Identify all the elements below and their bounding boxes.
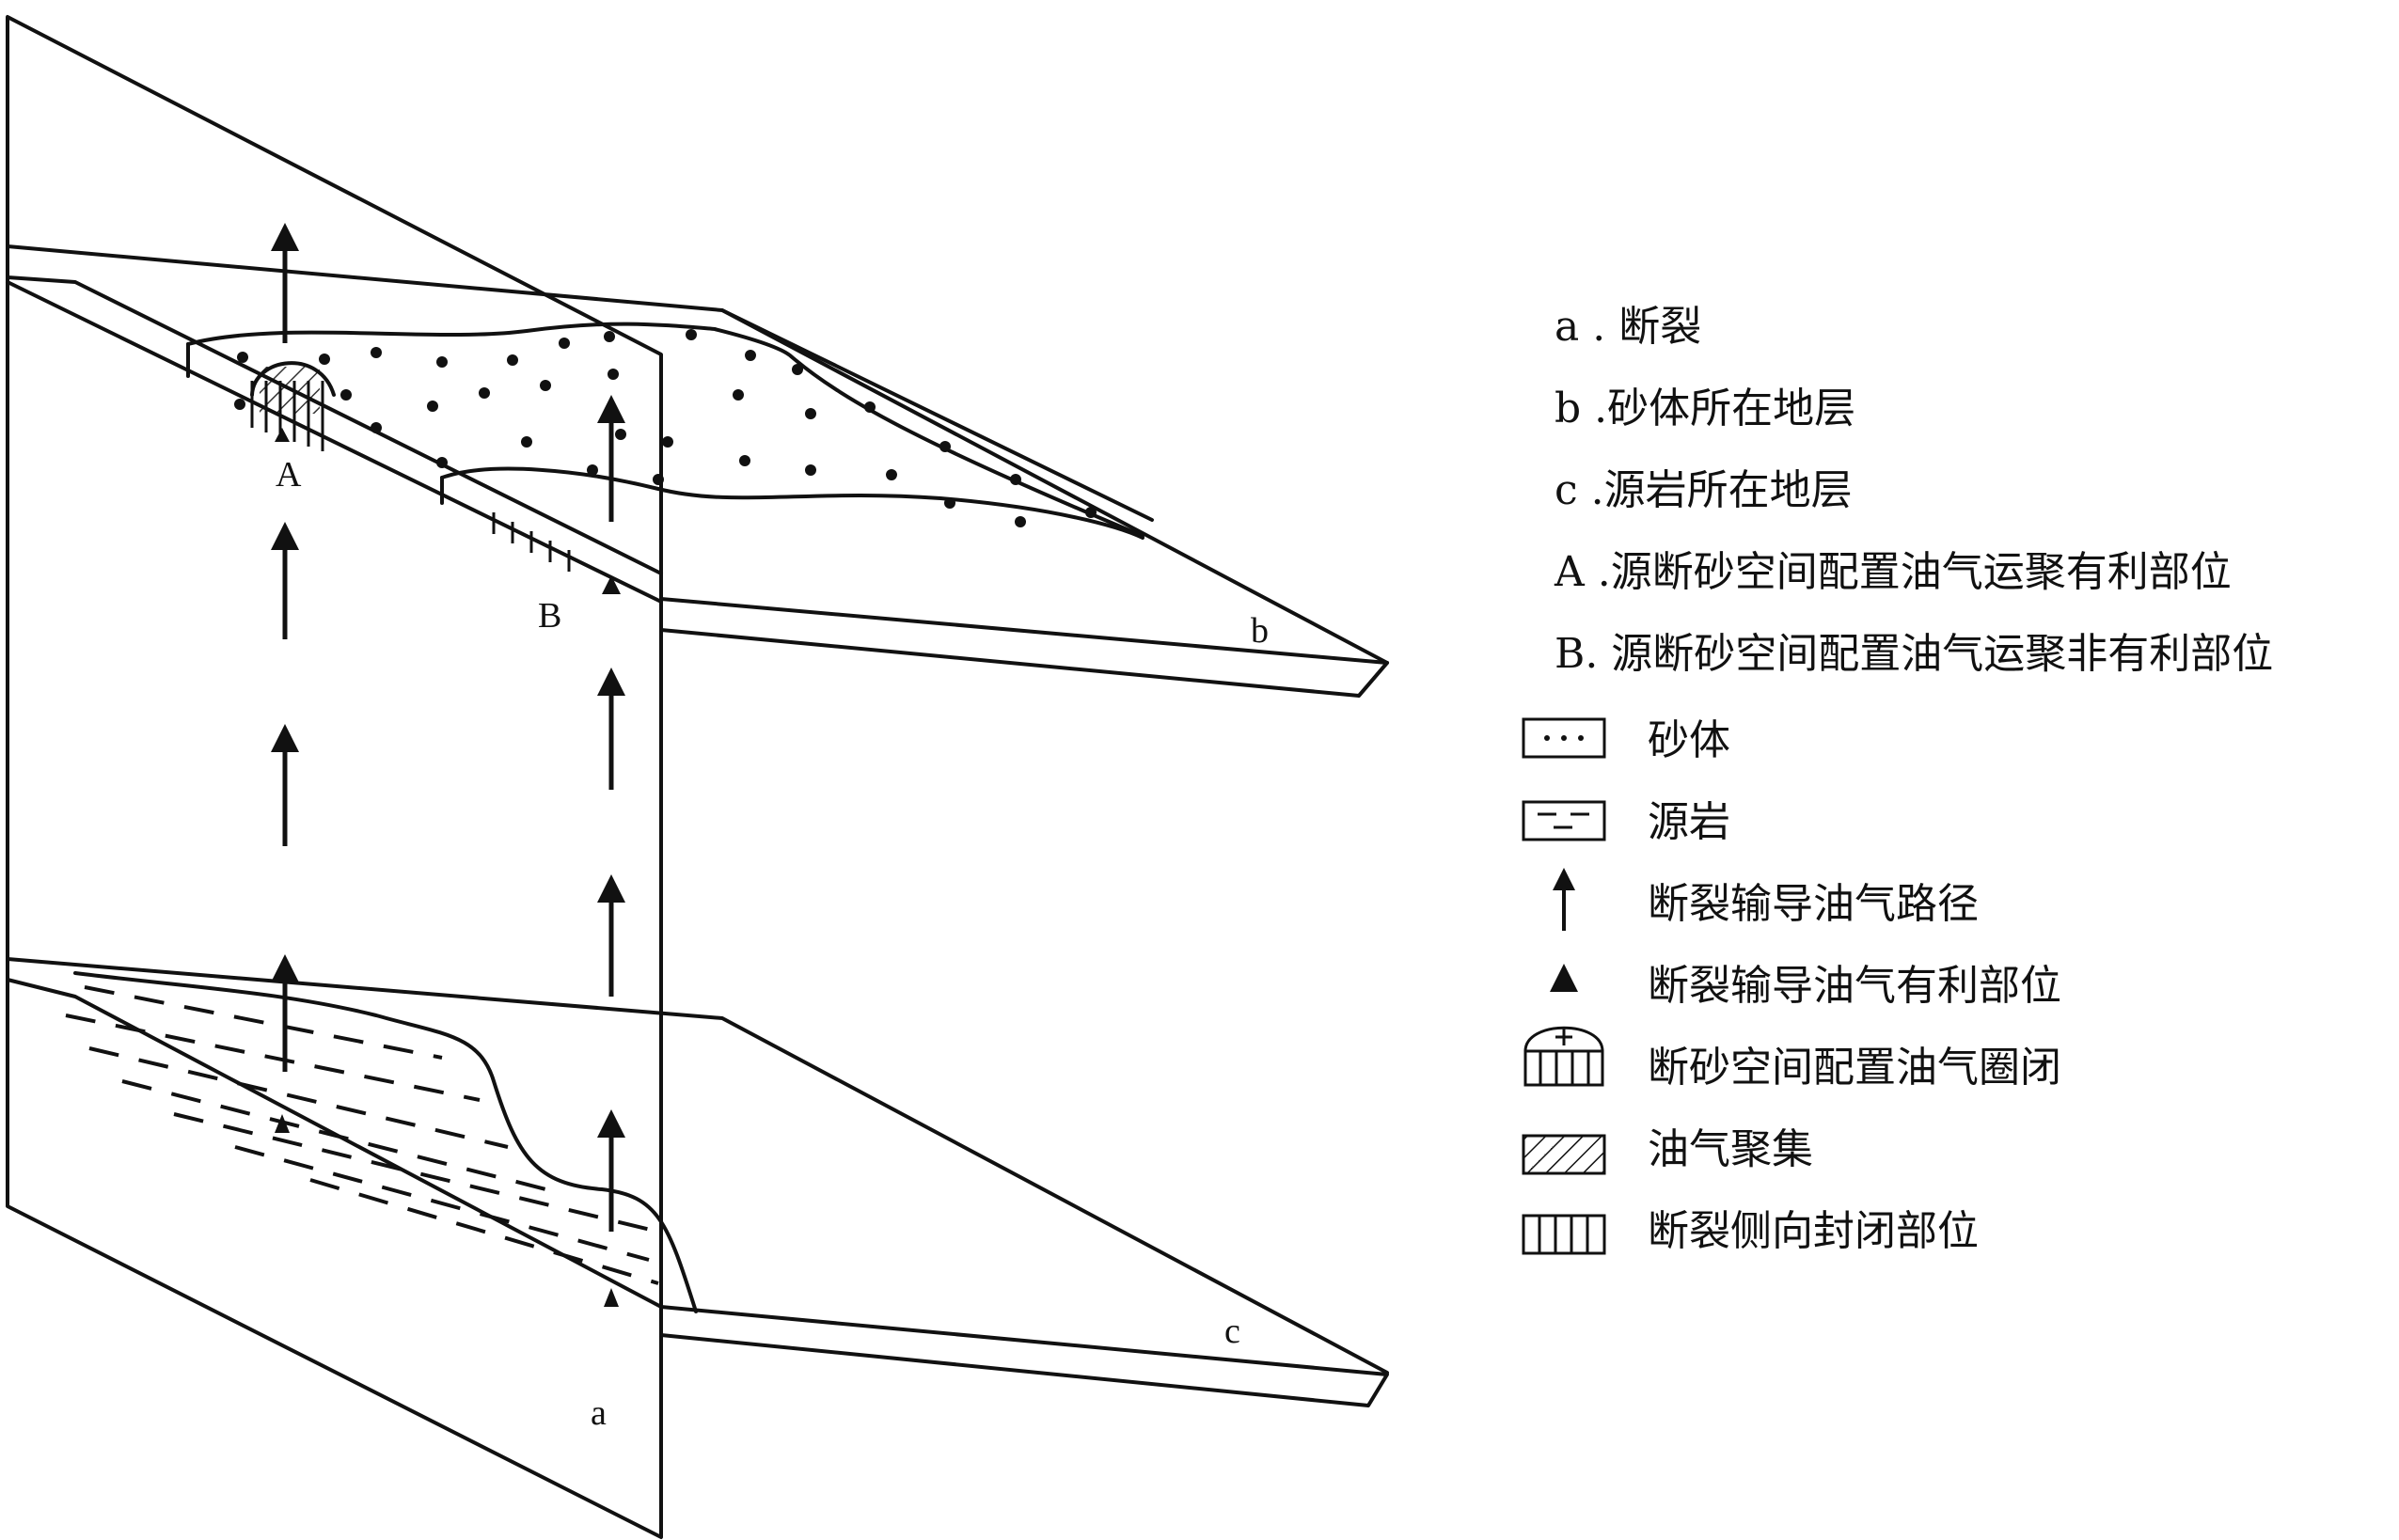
- legend-favorable-point: 断裂输导油气有利部位: [1648, 962, 2061, 1010]
- label-source-layer: c: [1224, 1312, 1240, 1351]
- lateral-seal-b: [492, 512, 571, 572]
- label-point-b: B: [538, 596, 561, 636]
- label-fault: a: [591, 1393, 607, 1433]
- trap-a: [250, 361, 336, 451]
- vertical-bars-icon: [1522, 1214, 1606, 1255]
- sand-layer: [6, 244, 1389, 698]
- sand-dots: [234, 329, 1097, 527]
- source-rock-icon: [1522, 800, 1606, 841]
- legend-def-upper-b: B. 源断砂空间配置油气运聚非有利部位: [1555, 630, 2273, 678]
- favorable-point-b: [602, 575, 621, 594]
- legend-def-upper-a: A .源断砂空间配置油气运聚有利部位: [1554, 548, 2232, 596]
- source-layer: [6, 957, 1389, 1407]
- migration-arrows: [271, 223, 625, 1232]
- triangle-icon: [1550, 964, 1578, 992]
- legend-migration-path: 断裂输导油气路径: [1648, 880, 1979, 928]
- legend-accumulation: 油气聚集: [1648, 1125, 1813, 1173]
- legend-sand-body: 砂体: [1648, 716, 1730, 764]
- fault-plane: [6, 15, 663, 1539]
- favorable-point-lower-a: [275, 1114, 290, 1133]
- legend: a . 断裂 b .砂体所在地层 c .源岩所在地层 A .源断砂空间配置油气运…: [1522, 303, 2273, 1255]
- label-point-a: A: [276, 455, 302, 495]
- legend-lateral-seal: 断裂侧向封闭部位: [1648, 1207, 1979, 1255]
- legend-def-a: a . 断裂: [1555, 303, 1701, 351]
- hatch-icon: [1522, 1134, 1606, 1175]
- legend-trap: 断砂空间配置油气圈闭: [1648, 1044, 2061, 1092]
- legend-def-b: b .砂体所在地层: [1555, 385, 1855, 432]
- favorable-point-lower-b: [604, 1288, 619, 1307]
- shale-dashes: [65, 985, 659, 1285]
- sand-body-icon: [1522, 717, 1606, 759]
- legend-source-rock: 源岩: [1648, 798, 1730, 846]
- trap-icon: [1523, 1026, 1604, 1087]
- legend-def-c: c .源岩所在地层: [1555, 466, 1853, 514]
- label-sand-layer: b: [1251, 611, 1269, 651]
